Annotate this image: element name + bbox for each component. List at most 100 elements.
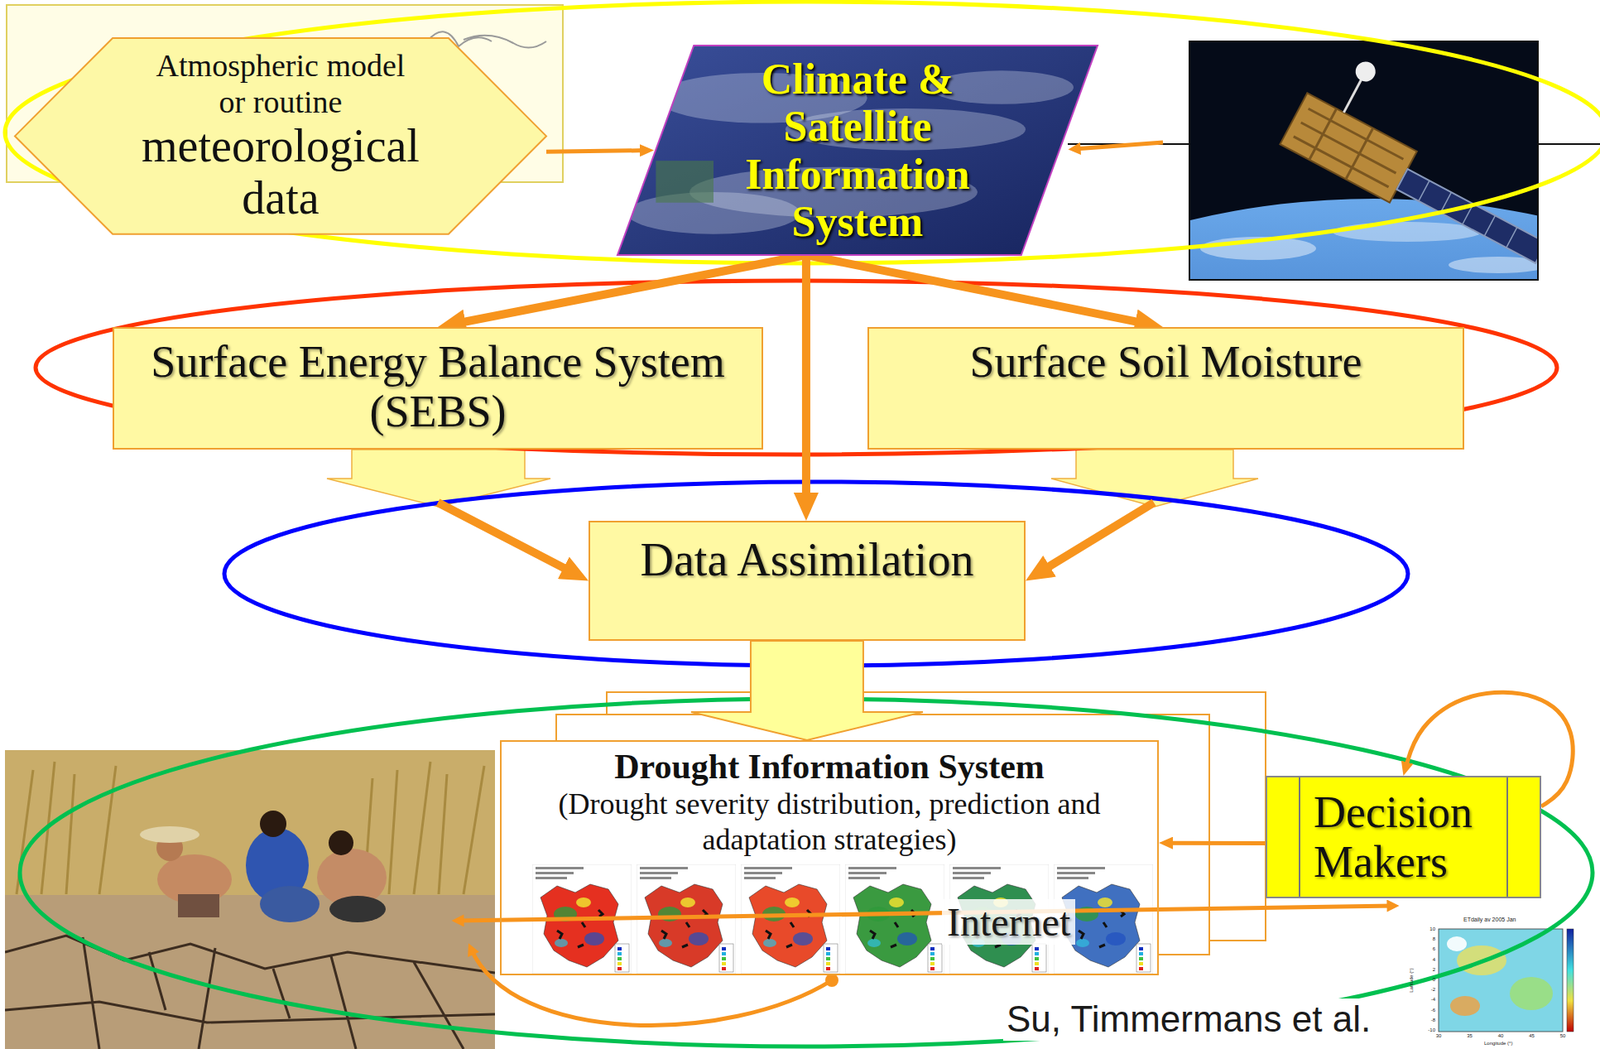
feedback-curve: [470, 948, 832, 1025]
satellite-body: [1279, 43, 1539, 276]
flow-arrow: [1166, 840, 1267, 846]
satellite-bus: [1279, 92, 1417, 202]
axis-tick: 45: [1523, 1033, 1541, 1038]
flow-arrow: [546, 150, 648, 153]
process-box: Data Assimilation: [588, 520, 1026, 641]
group-ellipse: [224, 481, 1408, 666]
farmer: [259, 810, 287, 837]
farmer: [329, 895, 386, 923]
cloud: [1332, 221, 1482, 242]
credit-label: Su, Timmermans et al.: [1003, 998, 1375, 1041]
axis-tick: 8: [1418, 936, 1436, 942]
parallelogram-outline: [617, 45, 1098, 255]
flow-arrow: [806, 254, 1149, 325]
axis-tick: 30: [1430, 1033, 1447, 1038]
dry-soil: [4, 749, 495, 1049]
map-frame: [1438, 928, 1563, 1032]
farmer-hat: [139, 826, 200, 843]
axis-tick: 0: [1418, 976, 1436, 982]
axis-tick: -6: [1418, 1007, 1436, 1013]
flow-arrow: [1405, 691, 1573, 807]
node-title: Surface Soil Moisture: [970, 336, 1363, 387]
junction-dot: [825, 973, 839, 987]
decision-box: Decision Makers: [1265, 775, 1542, 899]
coastline-sketch: [355, 31, 547, 58]
hexagon-shape: [14, 38, 547, 235]
land-patch: [655, 160, 714, 203]
soil-cracks: [4, 935, 495, 1049]
map-ground: [1413, 913, 1582, 1049]
process-box: Surface Energy Balance System (SEBS): [112, 326, 764, 450]
map-plot: [1438, 928, 1563, 1032]
cloud: [655, 72, 867, 124]
block-arrow: [326, 449, 551, 507]
axis-tick: -8: [1418, 1017, 1436, 1023]
satellite-image: [617, 45, 1098, 255]
farmer: [328, 830, 354, 856]
front-panel-ground: [499, 739, 1159, 976]
axis-tick: 2: [1418, 966, 1436, 972]
axis-tick: -2: [1418, 986, 1436, 992]
axis-tick: -4: [1418, 996, 1436, 1002]
group-ellipse: [19, 698, 1593, 1047]
map-patch: [1509, 976, 1553, 1010]
node-body: (Drought severity distribution, predicti…: [513, 786, 1146, 858]
group-ellipse: [35, 280, 1557, 455]
map-patch: [1450, 995, 1480, 1016]
node-title: Climate & Satellite Information System: [700, 55, 1015, 246]
axis-tick: -10: [1418, 1027, 1436, 1033]
satellite-detail: [1287, 96, 1410, 199]
axis-title: Latitude (°): [1408, 967, 1414, 992]
connector-label: Internet: [941, 898, 1076, 945]
internet-line: [457, 905, 1394, 921]
stacked-frames: [499, 691, 1266, 976]
axis-tick: 4: [1418, 956, 1436, 962]
flow-arrow: [802, 254, 811, 507]
cloud: [1448, 256, 1539, 274]
node-title: Atmospheric model or routine: [144, 48, 418, 121]
cloud: [689, 167, 978, 218]
info-system-parallelogram: Climate & Satellite Information System: [617, 45, 1098, 255]
node-title: Decision Makers: [1313, 787, 1506, 888]
et-map: [1413, 913, 1582, 1049]
group-ellipse: [4, 1, 1600, 264]
map-thumbnail: [845, 864, 945, 974]
axis-tick: 6: [1418, 946, 1436, 952]
farmer: [177, 893, 220, 918]
hexagon-outline: [14, 38, 547, 235]
axis-tick: 35: [1461, 1033, 1479, 1038]
process-box: Surface Soil Moisture: [867, 326, 1465, 450]
block-arrow-connector: [691, 640, 923, 740]
output-panel: Drought Information System(Drought sever…: [499, 739, 1159, 976]
chart-title: ETdaily av 2005 Jan: [1463, 916, 1516, 923]
node-title: Drought Information System: [614, 746, 1045, 787]
farmer: [259, 885, 320, 923]
flow-arrow: [1037, 502, 1155, 574]
axis-tick: 50: [1554, 1033, 1572, 1038]
data-source-hexagon: Atmospheric model or routinemeteorologic…: [14, 38, 547, 235]
cloud: [627, 192, 801, 235]
cloud: [929, 70, 1074, 104]
map-thumbnail: [1053, 864, 1154, 974]
satellite-feed-arrow: [1074, 142, 1163, 149]
map-thumbnail: [949, 864, 1049, 974]
parallelogram-shape: [617, 45, 1098, 255]
color-bar: [1566, 928, 1574, 1032]
axis-tick: 10: [1418, 926, 1436, 932]
group-ellipses: [4, 1, 1600, 1047]
cloud: [785, 108, 1026, 151]
axis-tick: 40: [1492, 1033, 1509, 1038]
node-title: Surface Energy Balance System (SEBS): [127, 336, 749, 438]
image-ground: [617, 45, 1098, 255]
flow-arrow: [451, 254, 807, 325]
map-patch: [1446, 936, 1467, 952]
antenna-mast: [1343, 76, 1363, 113]
antenna-dish: [1352, 57, 1379, 85]
farmer-photo: [4, 749, 495, 1049]
flow-arrow: [437, 502, 577, 575]
